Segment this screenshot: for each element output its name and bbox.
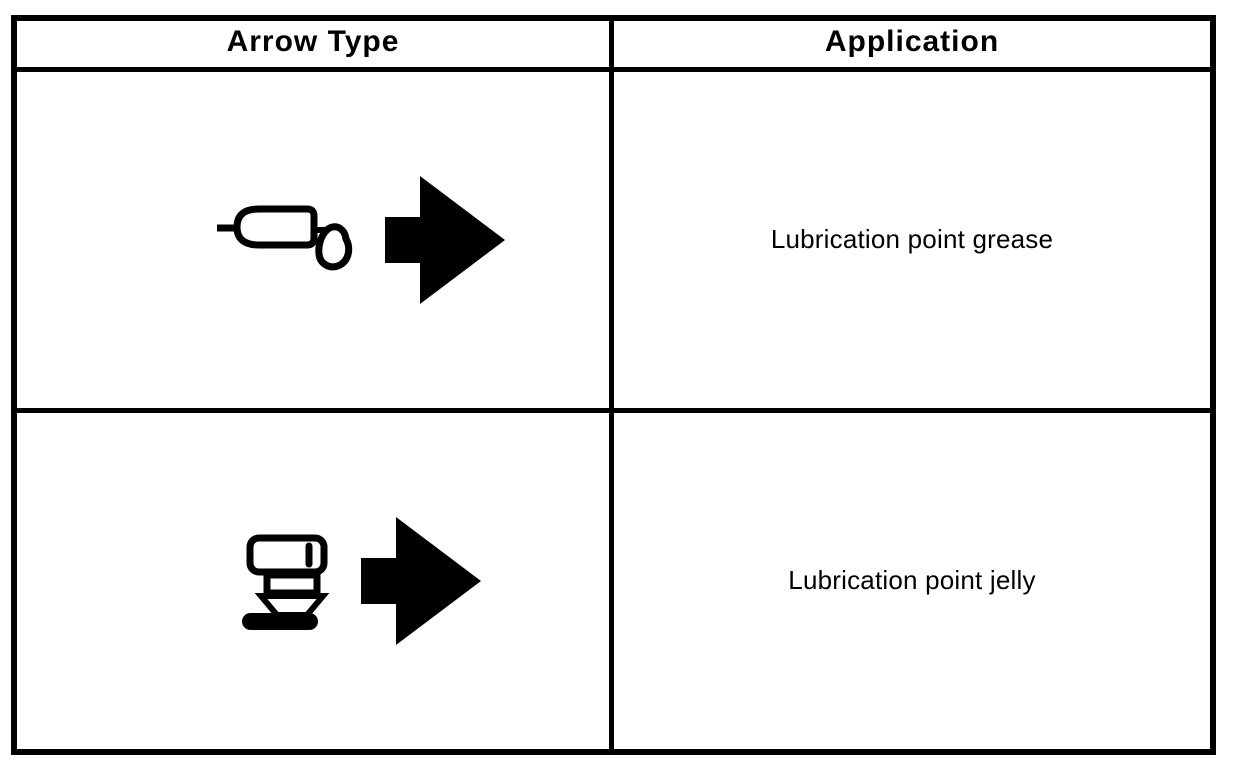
jelly-applicator-icon [242,534,330,630]
application-cell-grease: Lubrication point grease [614,72,1210,413]
jelly-symbol-group [241,517,481,645]
solid-right-arrow-icon [361,517,481,645]
grease-gun-icon [217,205,353,271]
application-cell-jelly: Lubrication point jelly [788,565,1036,596]
arrow-type-cell-grease [17,72,614,413]
column-header-arrow-type: Arrow Type [17,21,614,72]
column-header-application: Application [614,21,1210,72]
solid-right-arrow-icon [385,176,505,304]
lubrication-symbols-table: Arrow Type Application Lubrication point… [11,15,1216,755]
grease-symbol-group [217,176,505,304]
arrow-type-cell-jelly [17,413,614,749]
